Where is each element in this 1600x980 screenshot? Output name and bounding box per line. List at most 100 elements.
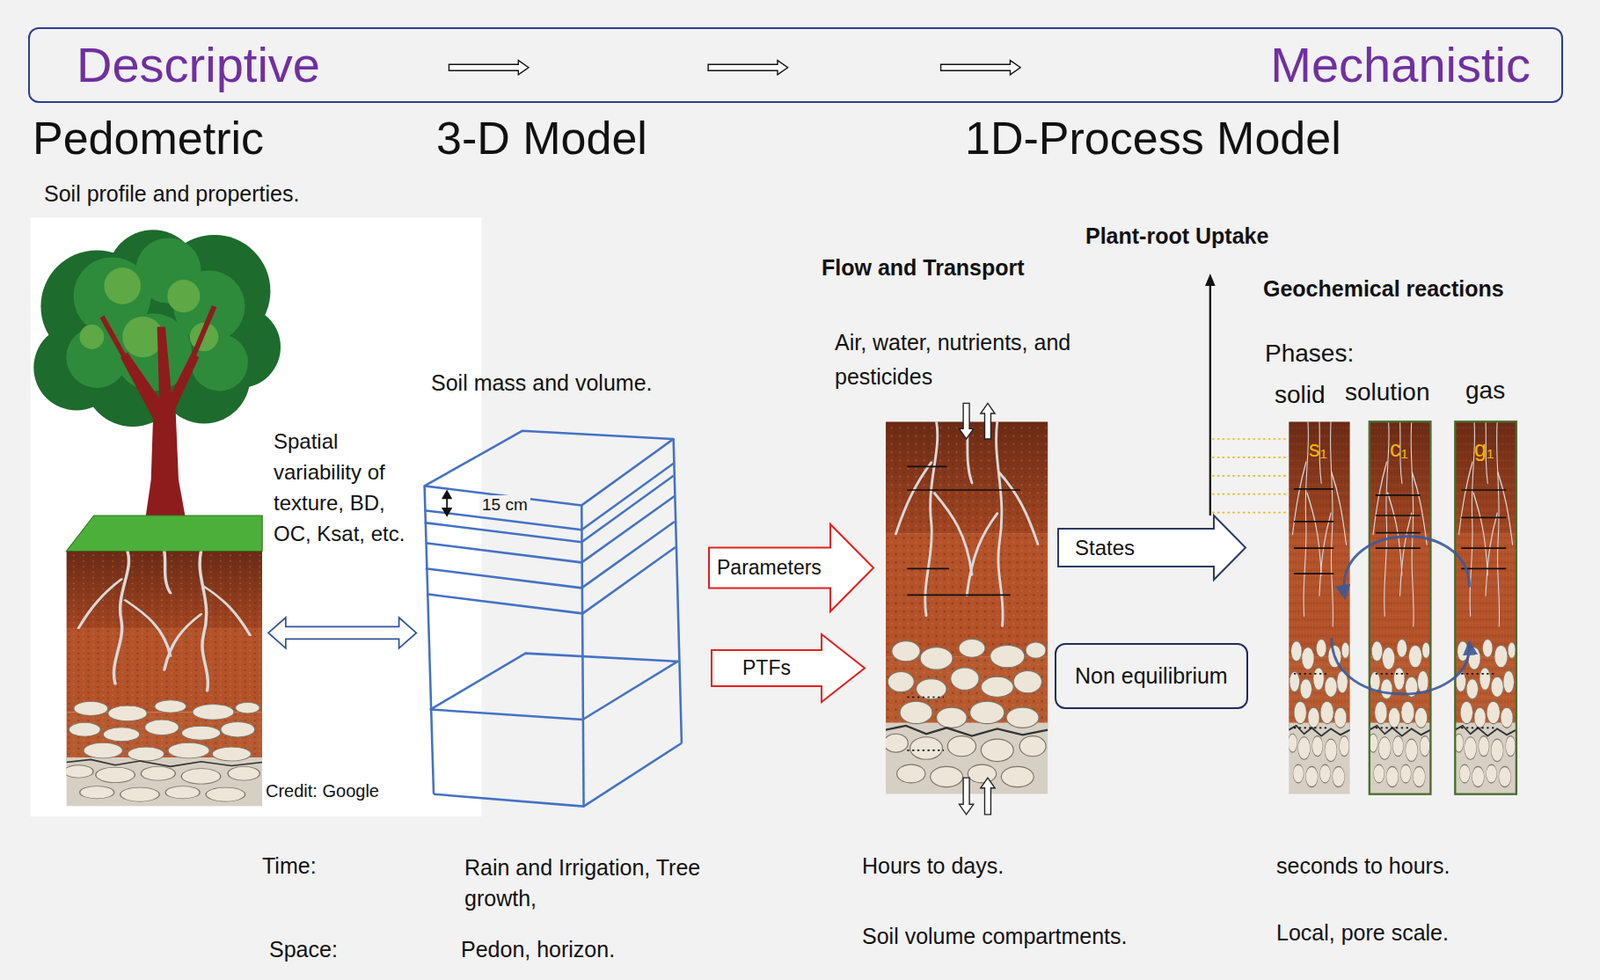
column-heading: 3-D Model: [436, 110, 648, 166]
tree-trunk: [173, 306, 214, 403]
phase-columns: [1375, 547, 1421, 549]
phase-columns: [1375, 532, 1421, 534]
soil-column: [906, 465, 947, 468]
tree-crown: [65, 237, 248, 391]
band-arrows: [448, 60, 528, 75]
scale-note: Hours to days.: [862, 852, 1004, 879]
soil-3d-box: [424, 475, 674, 542]
phase-name: solution: [1344, 377, 1431, 408]
soil-column: [906, 489, 1021, 491]
node-text: Non equilibrium: [1074, 663, 1228, 689]
property-note: Spatial variability of texture, BD, OC, …: [273, 425, 422, 549]
phase-columns: [1369, 421, 1432, 794]
process-note: Air, water, nutrients, and pesticides: [834, 325, 1134, 395]
process-heading: Plant-root Uptake: [1085, 222, 1269, 249]
scale-note: Rain and Irrigation, Tree growth,: [464, 852, 729, 914]
phase-name: gas: [1465, 375, 1506, 406]
node-text: PTFs: [742, 656, 791, 680]
tree-trunk: [102, 316, 154, 409]
phase-links: [1212, 474, 1289, 477]
uptake-arrow: [1205, 273, 1216, 286]
dimension-arrow: [442, 490, 451, 498]
soil-3d-box: [424, 431, 682, 807]
phase-columns: [1461, 567, 1506, 570]
phase-columns: [1453, 421, 1516, 794]
column-heading: 1D-Process Model: [964, 110, 1342, 166]
flux-arrows: [958, 402, 973, 439]
soil-column: [884, 421, 1049, 794]
row-heading: Time:: [262, 852, 317, 879]
picture-ground: [30, 217, 483, 817]
flux-arrows: [958, 777, 973, 815]
soil-3d-box: [673, 438, 682, 744]
arrow-outline: [708, 524, 874, 612]
phase-columns: [1293, 673, 1498, 728]
phase-columns: [1461, 672, 1498, 675]
phase-links: [1212, 493, 1289, 496]
phase-columns: [1293, 547, 1334, 549]
soil-3d-box: [581, 504, 584, 806]
node-text: Parameters: [716, 555, 822, 579]
input-arrow: PTFs: [710, 633, 866, 703]
soil-column: [906, 567, 950, 570]
flux-arrows: [980, 777, 995, 815]
tree-crown: [122, 316, 163, 358]
tree-trunk: [120, 326, 199, 536]
uptake-arrow: [1209, 284, 1212, 516]
phase-links: [1212, 438, 1289, 513]
scale-note: seconds to hours.: [1276, 852, 1450, 879]
exchange-cycle: [1344, 536, 1470, 598]
caption-note: Soil profile and properties.: [43, 180, 300, 207]
tree-crown: [167, 279, 200, 313]
phase-columns: [1287, 421, 1350, 794]
soil-3d-box: [424, 431, 674, 506]
soil-column: [906, 749, 944, 752]
phase-columns: [1287, 421, 1517, 794]
scale-note: Local, pore scale.: [1276, 919, 1449, 946]
phase-columns: [1293, 726, 1330, 729]
phase-symbol: s₁: [1308, 435, 1328, 462]
soil-3d-box: [431, 653, 679, 720]
band-arrows: [448, 60, 1021, 75]
phase-columns: [1454, 421, 1517, 794]
soil-column: [906, 594, 1010, 597]
phase-columns: [1368, 421, 1431, 794]
phase-heading: Phases:: [1264, 338, 1354, 369]
soil-block: [64, 515, 264, 807]
process-heading: Flow and Transport: [821, 254, 1025, 281]
tree-crown: [79, 324, 104, 350]
tree-trunk: [102, 306, 215, 536]
soil-column: [906, 696, 944, 699]
dimension-label: 15 cm: [479, 495, 531, 516]
phase-columns: [1461, 726, 1498, 729]
soil-column: [906, 466, 1021, 751]
node-text: States: [1074, 535, 1135, 561]
row-heading: Space:: [269, 935, 338, 963]
flux-arrows: [958, 402, 995, 815]
phase-columns: [1293, 488, 1334, 490]
soil-column: [884, 421, 1049, 794]
credit-note: Credit: Google: [265, 780, 380, 802]
phase-columns: [1461, 516, 1506, 519]
scale-end-right: Mechanistic: [1270, 36, 1531, 94]
flux-arrows: [980, 402, 995, 439]
tree-crown: [103, 267, 141, 305]
phase-columns: [1293, 489, 1506, 574]
double-arrow: [268, 617, 417, 649]
phase-columns: [1375, 494, 1421, 497]
exchange-cycle: [1331, 536, 1470, 695]
phase-symbol: c₁: [1389, 435, 1409, 462]
phase-columns: [1293, 672, 1330, 675]
column-heading: Pedometric: [32, 110, 264, 166]
exchange-cycle: [1331, 637, 1470, 695]
phase-columns: [1293, 520, 1334, 523]
phase-columns: [1375, 514, 1421, 517]
double-arrow: [268, 617, 417, 649]
state-arrow: States: [1057, 514, 1247, 581]
phase-links: [1212, 456, 1289, 459]
soil-3d-box: [426, 547, 676, 614]
caption-note: Soil mass and volume.: [431, 369, 653, 396]
phase-columns: [1293, 572, 1334, 575]
process-box: Non equilibrium: [1054, 642, 1249, 709]
soil-block: [64, 551, 264, 807]
